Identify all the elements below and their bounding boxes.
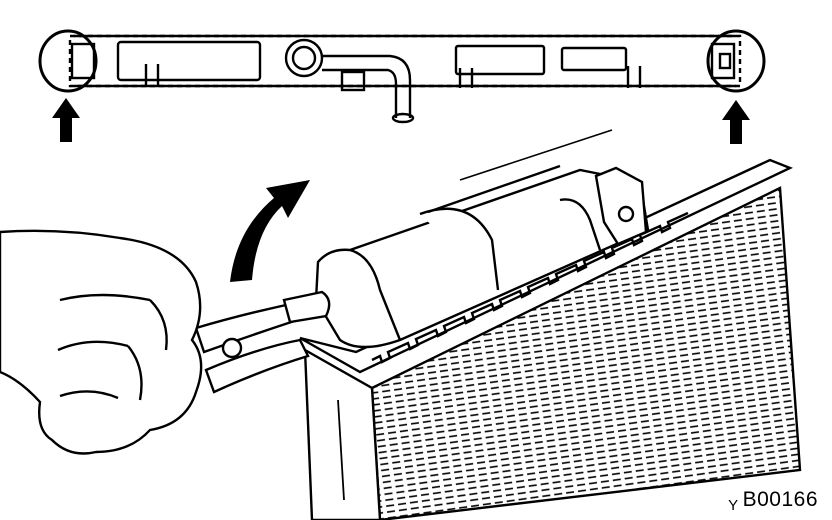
- up-arrow-icon: [722, 100, 750, 144]
- reference-line: [459, 129, 613, 181]
- radiator-core: [303, 186, 802, 520]
- figure-code-number: B00166: [742, 488, 818, 511]
- tank-body: [314, 164, 650, 349]
- up-arrow-icon: [52, 98, 80, 142]
- figure-code-prefix: Y: [728, 497, 739, 514]
- curved-arrow-icon: [230, 180, 310, 282]
- upper-tank: [38, 29, 766, 124]
- hand-with-pliers: [0, 229, 331, 455]
